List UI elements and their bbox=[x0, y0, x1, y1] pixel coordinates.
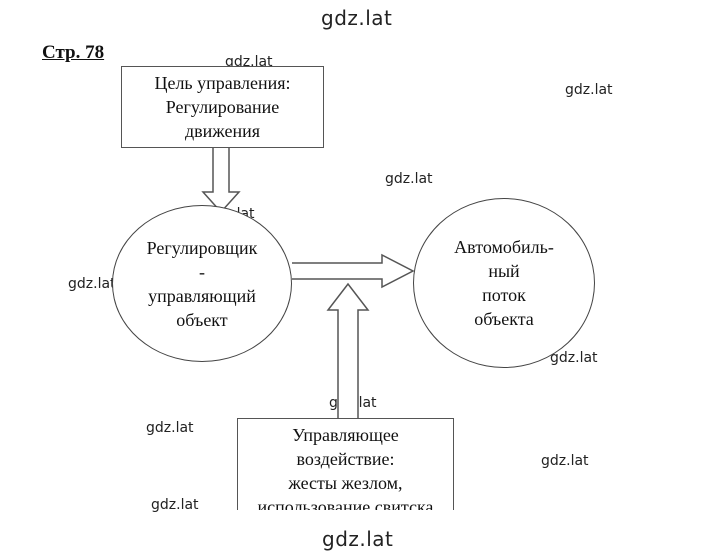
watermark: gdz.lat bbox=[565, 82, 613, 98]
watermark: gdz.lat bbox=[146, 420, 194, 436]
controller-line-1: Регулировщик bbox=[146, 237, 258, 258]
action-line-4: использование свитска bbox=[257, 497, 434, 510]
watermark-bottom: gdz.lat bbox=[322, 527, 394, 551]
action-line-1: Управляющее bbox=[292, 425, 399, 445]
controller-line-3: управляющий bbox=[148, 285, 256, 306]
controller-line-4: объект bbox=[176, 309, 228, 330]
action-line-2: воздействие: bbox=[296, 449, 395, 469]
traffic-ellipse: Автомобиль- ный поток объекта bbox=[413, 198, 595, 368]
watermark: gdz.lat bbox=[385, 171, 433, 187]
controller-line-2: - bbox=[199, 261, 205, 282]
action-line-3: жесты жезлом, bbox=[288, 473, 403, 493]
goal-line-1: Цель управления: bbox=[154, 73, 291, 93]
arrow-goal-to-controller bbox=[201, 148, 241, 214]
controller-ellipse: Регулировщик - управляющий объект bbox=[112, 205, 292, 362]
watermark-top: gdz.lat bbox=[321, 6, 393, 30]
watermark: gdz.lat bbox=[541, 453, 589, 469]
arrow-controller-to-traffic bbox=[292, 253, 415, 289]
action-box: Управляющее воздействие: жесты жезлом, и… bbox=[237, 418, 454, 510]
traffic-line-1: Автомобиль- bbox=[454, 237, 554, 257]
arrow-action-to-flow bbox=[326, 282, 370, 418]
goal-line-3: движения bbox=[184, 121, 261, 141]
watermark: gdz.lat bbox=[550, 350, 598, 366]
watermark: gdz.lat bbox=[151, 497, 199, 513]
goal-box: Цель управления: Регулирование движения bbox=[121, 66, 324, 148]
watermark: gdz.lat bbox=[68, 276, 116, 292]
traffic-line-4: объекта bbox=[474, 309, 534, 329]
traffic-line-2: ный bbox=[488, 261, 520, 281]
goal-line-2: Регулирование bbox=[165, 97, 280, 117]
traffic-line-3: поток bbox=[482, 285, 526, 305]
page-reference: Стр. 78 bbox=[42, 42, 105, 63]
